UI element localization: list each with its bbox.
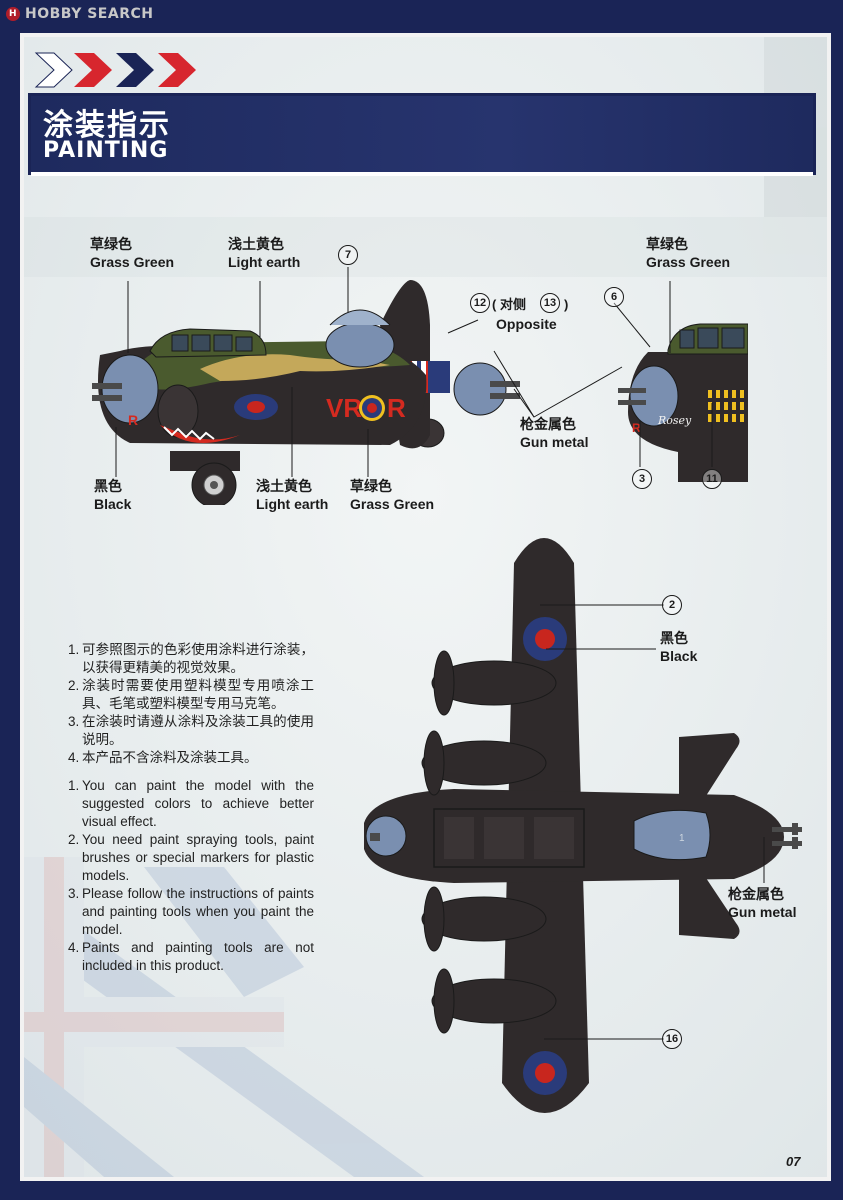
label-opposite-cn: ( 对侧 <box>492 297 526 312</box>
nose-letter-detail: R <box>632 421 641 435</box>
label-black-top: 黑色 Black <box>660 630 698 664</box>
callout-2: 2 <box>662 595 682 615</box>
code-letter-right: R <box>387 393 406 423</box>
fin-flash-blue2 <box>428 361 450 393</box>
bomb-bay-outline <box>433 808 585 868</box>
label-gun-metal-side: 枪金属色 Gun metal <box>520 416 589 450</box>
note-en-4: 4.Paints and painting tools are not incl… <box>68 940 314 973</box>
top-view-aircraft: 1 <box>364 538 802 1113</box>
label-grass-green-side: 草绿色 Grass Green <box>90 236 175 270</box>
tail-guns-top <box>772 827 802 832</box>
callout-6: 6 <box>604 287 624 307</box>
top-canopy <box>633 809 711 861</box>
note-cn-4: 4.本产品不含涂料及涂装工具。 <box>68 750 258 765</box>
page-number: 07 <box>786 1154 801 1169</box>
note-en-3: 3.Please follow the instructions of pain… <box>68 886 314 937</box>
tail-gun <box>490 381 520 387</box>
label-grass-green-bottom: 草绿色 Grass Green <box>350 478 435 512</box>
callout-13: 13 <box>540 293 560 313</box>
label-black-side: 黑色 Black <box>94 478 132 512</box>
label-light-earth-bottom: 浅土黄色 Light earth <box>256 478 329 512</box>
tail-number: 1 <box>679 833 685 844</box>
label-opposite-en: Opposite <box>496 316 557 332</box>
label-grass-green-nose: 草绿色 Grass Green <box>646 236 731 270</box>
engine-nacelles <box>421 660 557 1024</box>
code-letters: VR <box>326 393 362 423</box>
callout-11: 11 <box>702 469 722 489</box>
nose-art-text: Rosey <box>657 414 692 427</box>
painting-notes: 1.可参照图示的色彩使用涂料进行涂装，以获得更精美的视觉效果。 2.涂装时需要使… <box>68 641 314 975</box>
page-title-cn: 涂装指示 <box>43 108 171 143</box>
watermark-text: HOBBY SEARCH <box>25 6 154 22</box>
page-frame: 涂装指示 PAINTING <box>20 33 831 1181</box>
callout-7: 7 <box>338 245 358 265</box>
note-en-2: 2.You need paint spraying tools, paint b… <box>68 832 314 883</box>
title-bar: 涂装指示 PAINTING <box>28 93 816 176</box>
tail-turret <box>453 362 507 416</box>
label-opposite-close: ) <box>564 297 569 312</box>
dorsal-turret <box>325 322 395 368</box>
callout-12: 12 <box>470 293 490 313</box>
nose-turret-detail <box>629 365 679 427</box>
page-title-en: PAINTING <box>43 138 169 163</box>
callout-16: 16 <box>662 1029 682 1049</box>
mission-markers <box>708 390 744 422</box>
callout-3: 3 <box>632 469 652 489</box>
note-cn-2: 2.涂装时需要使用塑料模型专用喷涂工具、毛笔或塑料模型专用马克笔。 <box>68 678 314 711</box>
watermark: H HOBBY SEARCH <box>6 4 153 24</box>
propellers <box>423 650 455 1034</box>
note-en-1: 1.You can paint the model with the sugge… <box>68 778 314 829</box>
shark-mouth <box>160 425 240 443</box>
nose-letter: R <box>128 412 138 428</box>
background-art <box>24 37 827 1177</box>
note-cn-3: 3.在涂装时请遵从涂料及涂装工具的使用说明。 <box>68 714 314 747</box>
note-cn-1: 1.可参照图示的色彩使用涂料进行涂装，以获得更精美的视觉效果。 <box>68 642 314 675</box>
nose-detail-aircraft: R Rosey <box>618 323 748 482</box>
watermark-logo-icon: H <box>6 7 20 21</box>
tailplane <box>679 733 740 939</box>
header-chevrons-icon <box>34 52 196 88</box>
label-gun-metal-top: 枪金属色 Gun metal <box>728 886 797 920</box>
side-view-aircraft: VR R R <box>92 280 520 505</box>
top-nose-turret <box>365 815 407 857</box>
title-band <box>31 96 813 176</box>
nose-gun <box>92 383 122 389</box>
union-jack-watermark <box>24 857 424 1177</box>
label-light-earth-top: 浅土黄色 Light earth <box>228 236 301 270</box>
